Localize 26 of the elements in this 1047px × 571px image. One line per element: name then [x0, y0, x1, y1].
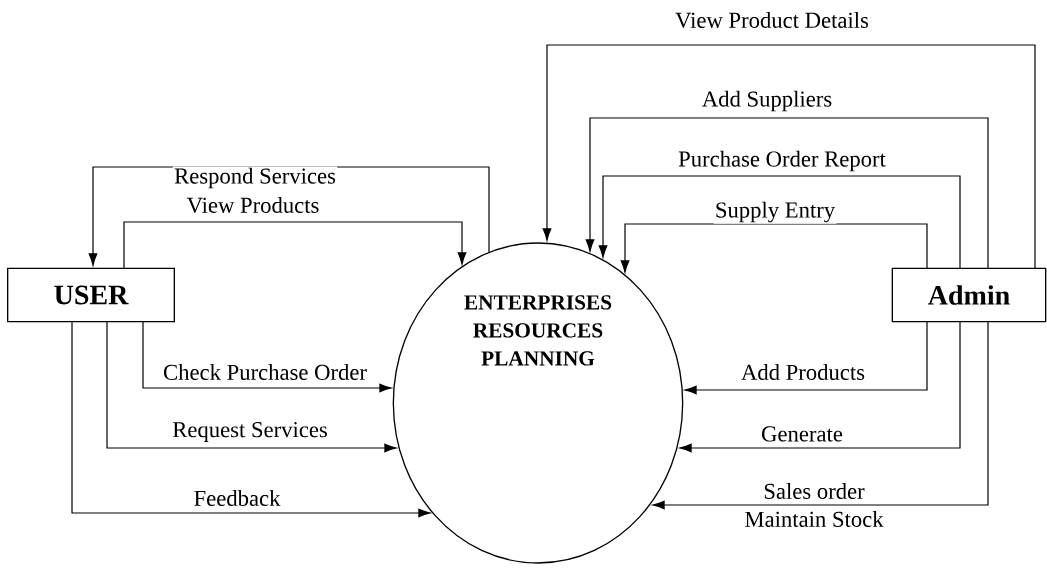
- edge-label: Respond Services: [172, 166, 338, 190]
- edge-label: Feedback: [192, 488, 282, 508]
- edge-label: View Products: [185, 195, 321, 215]
- arrow: [620, 223, 928, 273]
- edge-label: Sales order: [762, 481, 866, 501]
- arrow: [71, 321, 431, 518]
- arrow: [106, 321, 397, 453]
- edge-label: Supply Entry: [713, 200, 837, 224]
- edge-label: Check Purchase Order: [161, 362, 369, 382]
- arrow: [123, 221, 467, 269]
- arrow: [684, 321, 928, 395]
- edge-label: Add Products: [739, 362, 867, 382]
- arrow: [142, 321, 392, 393]
- entity-box: Admin: [891, 267, 1047, 323]
- edge-label: Generate: [759, 425, 845, 443]
- flow-label: Maintain Stock: [743, 509, 885, 529]
- edge-label: Purchase Order Report: [676, 149, 888, 173]
- edge-label: Add Suppliers: [700, 89, 834, 113]
- arrow: [652, 321, 989, 510]
- arrow: [585, 117, 989, 269]
- arrow: [598, 175, 961, 269]
- edge-label: Request Services: [170, 420, 330, 444]
- arrow: [542, 44, 1036, 269]
- edge-label: View Product Details: [673, 10, 871, 30]
- entity-box: USER: [7, 267, 175, 323]
- arrow: [679, 321, 961, 453]
